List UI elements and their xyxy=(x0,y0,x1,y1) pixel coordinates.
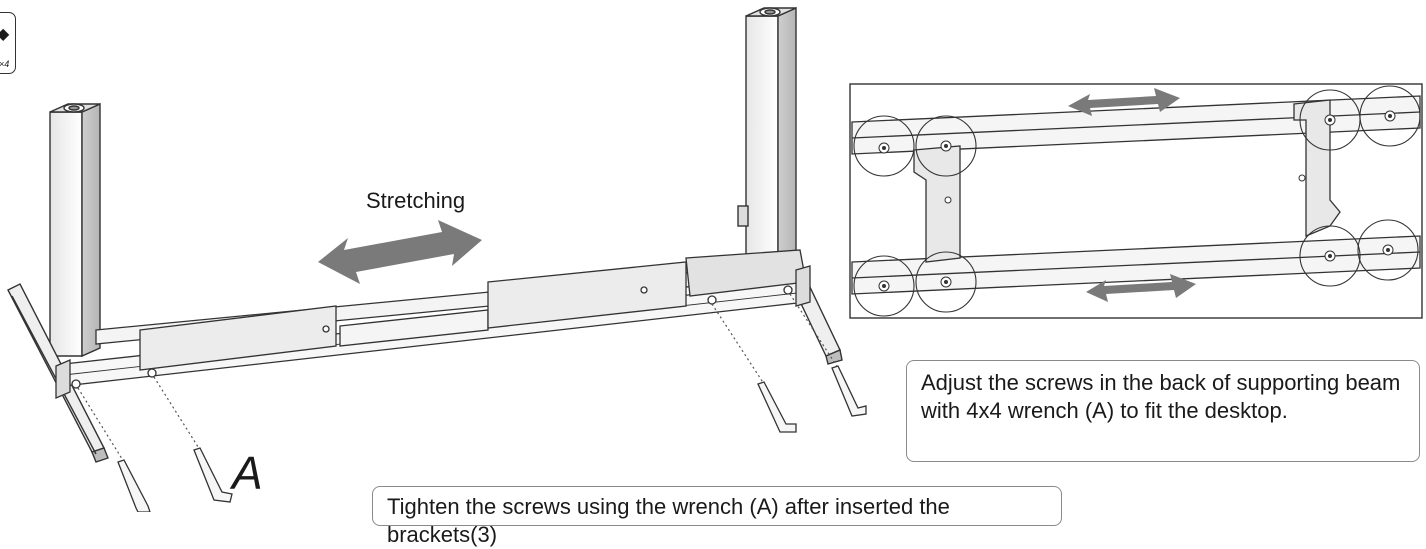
inset-bottom-arrow xyxy=(1086,274,1196,302)
allen-wrench-set xyxy=(117,365,867,512)
screw-guide-lines xyxy=(77,293,839,463)
step-badge: ◆ ×4 xyxy=(0,12,16,74)
tighten-screws-text: Tighten the screws using the wrench (A) … xyxy=(387,494,950,547)
assembly-diagram xyxy=(7,6,1423,512)
stretch-arrow xyxy=(318,220,482,284)
adjust-screws-callout: Adjust the screws in the back of support… xyxy=(906,360,1420,462)
stretching-label: Stretching xyxy=(366,188,466,213)
left-leg-column xyxy=(49,102,101,358)
diamond-icon: ◆ xyxy=(0,26,10,43)
underside-detail-inset xyxy=(849,83,1423,319)
adjust-screws-text: Adjust the screws in the back of support… xyxy=(921,370,1401,423)
badge-count: ×4 xyxy=(0,59,10,69)
cross-beam-frame xyxy=(55,249,811,399)
wrench-a-label: A xyxy=(232,447,263,499)
inset-top-arrow xyxy=(1068,88,1180,116)
right-leg-column xyxy=(737,6,797,268)
tighten-screws-callout: Tighten the screws using the wrench (A) … xyxy=(372,486,1062,547)
